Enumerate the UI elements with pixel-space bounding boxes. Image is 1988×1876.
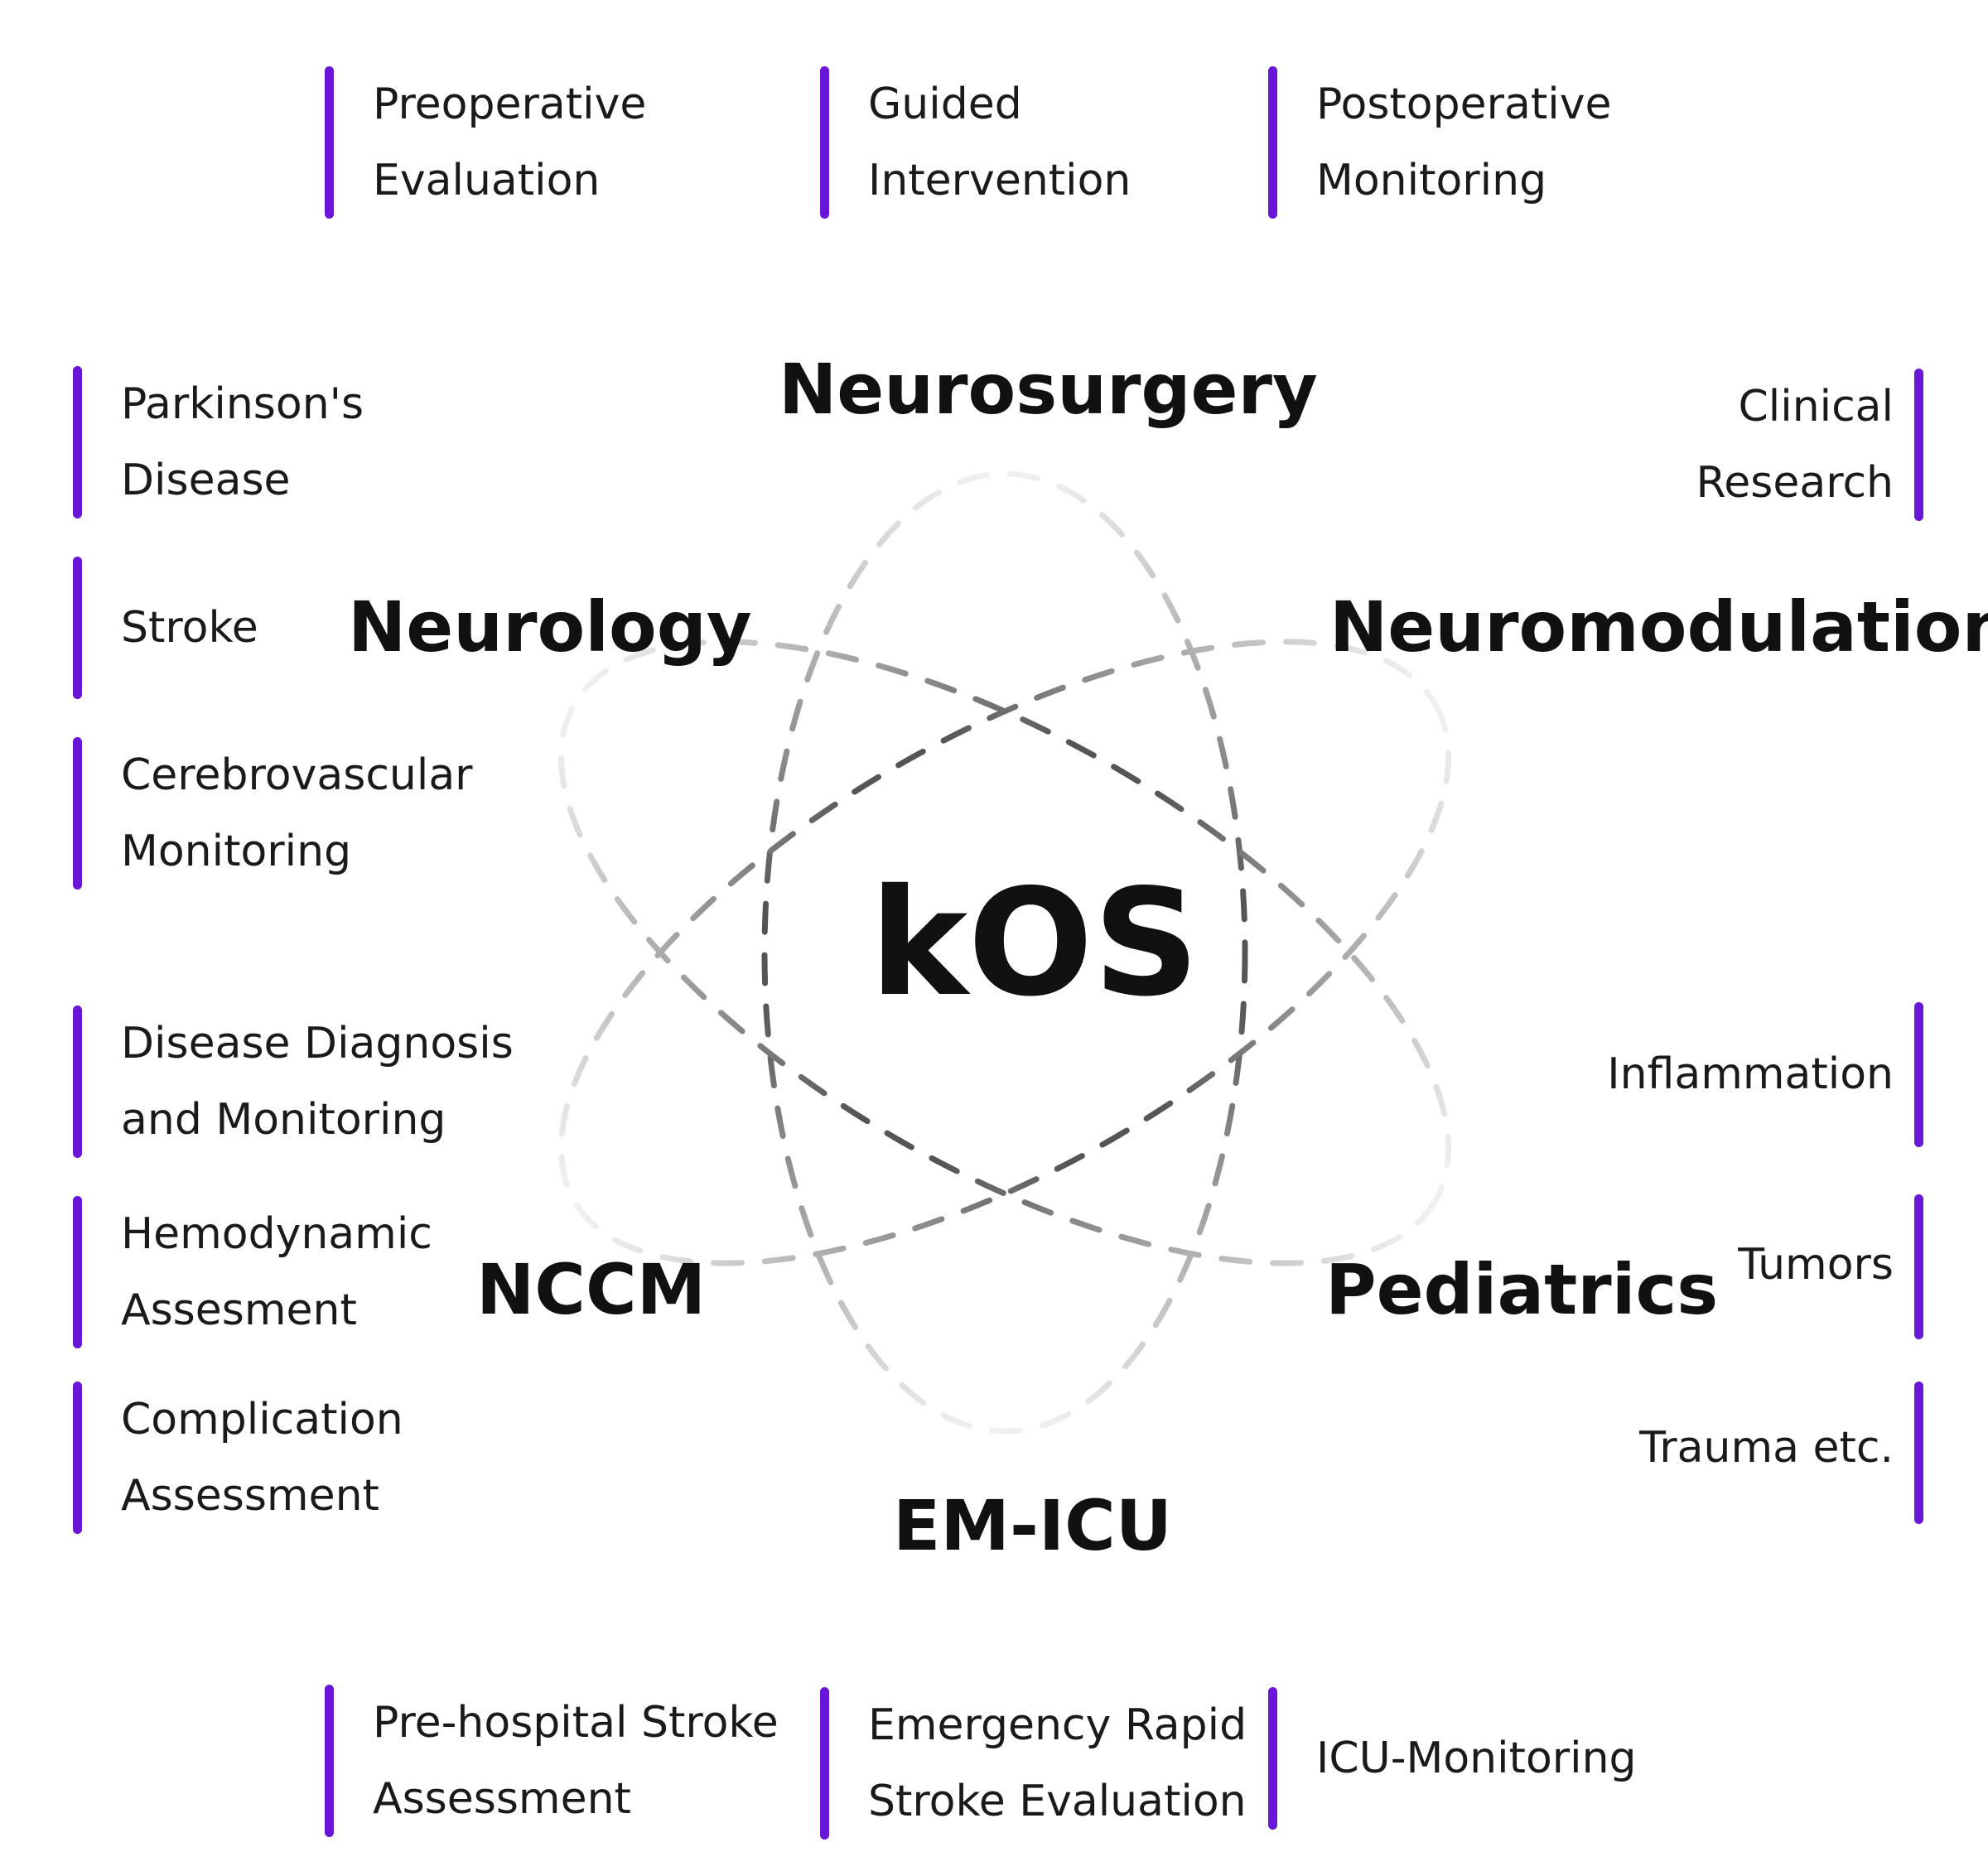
accent-bar <box>73 1196 82 1348</box>
orbit-vertical <box>761 470 1248 1435</box>
item-icu-monitoring: ICU-Monitoring <box>1268 1687 1637 1830</box>
accent-bar <box>820 66 829 219</box>
item-parkinsons-disease: Parkinson's Disease <box>73 366 364 518</box>
accent-bar <box>73 737 82 890</box>
hub-neuromodulation: Neuromodulation <box>1329 586 1988 668</box>
item-tumors: Tumors <box>1738 1194 1923 1339</box>
item-clinical-research: Clinical Research <box>1696 369 1923 521</box>
accent-bar <box>73 366 82 518</box>
item-inflammation: Inflammation <box>1607 1002 1923 1147</box>
accent-bar <box>1268 1687 1277 1830</box>
hub-neurosurgery: Neurosurgery <box>779 349 1318 430</box>
hub-em-icu: EM-ICU <box>893 1485 1172 1566</box>
item-stroke: Stroke <box>73 557 258 699</box>
item-preoperative-evaluation: Preoperative Evaluation <box>325 66 646 219</box>
accent-bar <box>1914 369 1923 521</box>
accent-bar <box>820 1687 829 1840</box>
orbit-diagonal-2 <box>557 639 1452 1266</box>
center-title: kOS <box>870 857 1199 1029</box>
hub-pediatrics: Pediatrics <box>1325 1249 1719 1330</box>
hub-nccm: NCCM <box>476 1249 707 1330</box>
hub-neurology: Neurology <box>348 586 752 668</box>
accent-bar <box>73 1006 82 1158</box>
accent-bar <box>1914 1194 1923 1339</box>
accent-bar <box>73 557 82 699</box>
accent-bar <box>73 1382 82 1534</box>
accent-bar <box>1268 66 1277 219</box>
item-postoperative-monitoring: Postoperative Monitoring <box>1268 66 1611 219</box>
accent-bar <box>325 1685 334 1837</box>
item-guided-intervention: Guided Intervention <box>820 66 1131 219</box>
item-trauma: Trauma etc. <box>1639 1382 1923 1524</box>
item-hemodynamic-assesment: Hemodynamic Assesment <box>73 1196 432 1348</box>
item-cerebrovascular-monitoring: Cerebrovascular Monitoring <box>73 737 473 890</box>
accent-bar <box>1914 1002 1923 1147</box>
accent-bar <box>1914 1382 1923 1524</box>
item-emergency-rapid-stroke-evaluation: Emergency Rapid Stroke Evaluation <box>820 1687 1247 1840</box>
item-disease-diagnosis-monitoring: Disease Diagnosis and Monitoring <box>73 1006 514 1158</box>
item-complication-assessment: Complication Assessment <box>73 1382 403 1534</box>
item-prehospital-stroke-assessment: Pre-hospital Stroke Assessment <box>325 1685 779 1837</box>
accent-bar <box>325 66 334 219</box>
orbit-diagonal-1 <box>557 639 1452 1266</box>
